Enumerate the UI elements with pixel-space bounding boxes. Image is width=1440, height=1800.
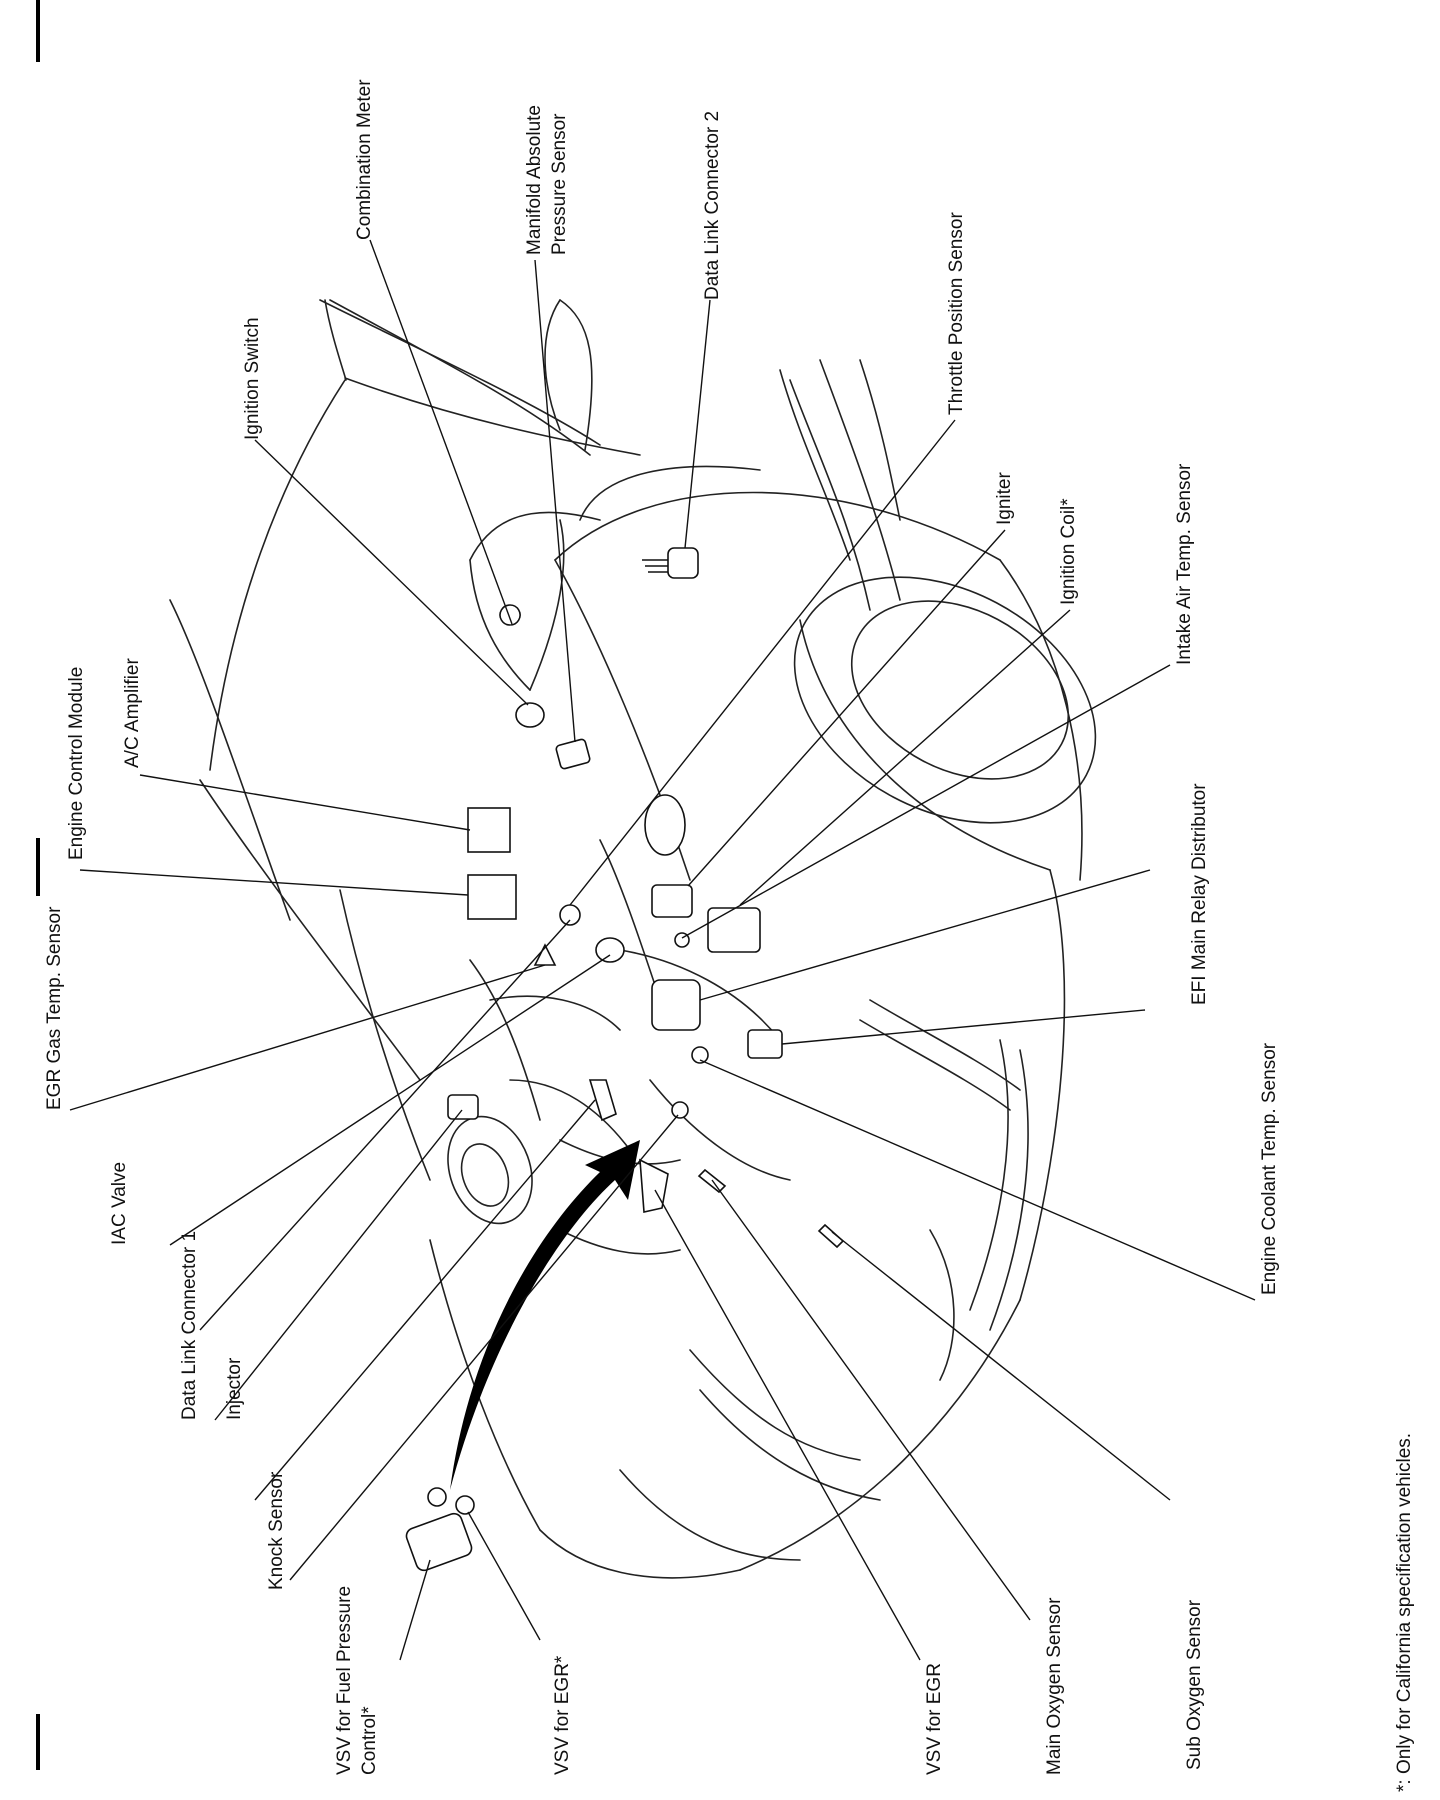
label-vsv-egr: VSV for EGR [924, 1663, 945, 1775]
knock-sensor-part [671, 1101, 689, 1119]
leader-injector [254, 1099, 596, 1501]
label-vsv-egr-star: VSV for EGR* [552, 1655, 573, 1775]
leader-engine-control-module [79, 869, 469, 896]
data-link-connector-2-wires [642, 559, 668, 573]
label-engine-coolant-temp-sensor: Engine Coolant Temp. Sensor [1259, 1042, 1280, 1295]
engine-control-module-part [467, 874, 517, 920]
margin-mark-top [36, 0, 40, 62]
label-egr-gas-temp-sensor: EGR Gas Temp. Sensor [44, 906, 65, 1110]
igniter-part [651, 884, 693, 918]
label-ignition-switch: Ignition Switch [242, 317, 263, 440]
labels: Combination Meter Manifold Absolute Pres… [44, 79, 1415, 1792]
sub-oxygen-sensor-part [817, 1223, 845, 1249]
leader-iac-valve-2 [199, 919, 571, 1331]
combination-meter-part [499, 604, 521, 626]
leader-efi-main-relay [781, 1009, 1146, 1045]
leader-combination-meter [369, 239, 513, 625]
data-link-connector-2-part [667, 547, 699, 579]
throttle-position-sensor-part [559, 904, 581, 926]
leader-map-sensor [534, 259, 576, 743]
leader-egr-gas-temp-sensor [69, 964, 546, 1111]
label-ignition-coil: Ignition Coil* [1058, 498, 1079, 605]
label-knock-sensor: Knock Sensor [266, 1471, 287, 1590]
ignition-coil-part [707, 907, 761, 953]
leader-ignition-switch [254, 439, 529, 706]
leader-knock-sensor [289, 1114, 679, 1581]
vsv-egr-star-part [455, 1495, 475, 1515]
label-engine-control-module: Engine Control Module [66, 667, 87, 860]
efi-main-relay-part [747, 1029, 783, 1059]
leader-distributor [699, 869, 1151, 1001]
leader-lines [69, 239, 1256, 1661]
label-combination-meter: Combination Meter [354, 79, 375, 240]
leader-iac-valve [169, 954, 611, 1246]
leader-ac-amplifier [139, 774, 471, 831]
label-throttle-position-sensor: Throttle Position Sensor [946, 212, 967, 415]
leader-data-link-connector-1 [214, 1109, 463, 1421]
data-link-connector-1-part [447, 1094, 479, 1120]
label-main-oxygen-sensor: Main Oxygen Sensor [1044, 1597, 1065, 1775]
label-iac-valve: IAC Valve [109, 1162, 130, 1245]
leader-main-oxygen-sensor [711, 1179, 1031, 1621]
leader-vsv-fuel-pressure [399, 1559, 431, 1661]
label-data-link-connector-1: Data Link Connector 1 [179, 1231, 200, 1420]
leader-data-link-connector-2 [684, 299, 711, 549]
iac-valve-part [595, 937, 625, 963]
label-injector: Injector [224, 1357, 245, 1420]
engine-coolant-temp-sensor-part [691, 1046, 709, 1064]
label-vsv-fuel-pressure-line1: VSV for Fuel Pressure [334, 1586, 355, 1775]
vsv-fuel-pressure-top [427, 1487, 447, 1507]
leader-vsv-egr-star [467, 1511, 541, 1641]
injector-part [588, 1079, 617, 1122]
label-vsv-fuel-pressure-line2: Control* [359, 1706, 380, 1775]
vsv-egr-part [639, 1158, 669, 1213]
leader-igniter [687, 529, 1006, 887]
margin-mark-middle [36, 838, 40, 896]
distributor-part [651, 979, 701, 1031]
label-data-link-connector-2: Data Link Connector 2 [702, 111, 723, 300]
detail-arrow [450, 1140, 640, 1490]
ac-amplifier-part [467, 807, 511, 853]
label-sub-oxygen-sensor: Sub Oxygen Sensor [1184, 1599, 1205, 1770]
vehicle-outline [169, 299, 1097, 1579]
vsv-fuel-pressure-part [405, 1512, 473, 1572]
label-intake-air-temp-sensor: Intake Air Temp. Sensor [1174, 463, 1195, 665]
margin-mark-bottom [36, 1714, 40, 1770]
throttle-body-part [644, 794, 686, 856]
component-parts [405, 547, 845, 1572]
leader-ignition-coil [739, 609, 1071, 906]
leader-intake-air-temp-sensor [681, 664, 1171, 939]
ignition-switch-part [515, 702, 545, 728]
map-sensor-part [555, 738, 591, 770]
label-manifold-absolute-pressure-sensor-line2: Pressure Sensor [549, 113, 570, 255]
footnote: *: Only for California specification veh… [1394, 1433, 1415, 1792]
leader-throttle-position-sensor [569, 419, 956, 906]
label-igniter: Igniter [994, 472, 1015, 525]
label-efi-main-relay: EFI Main Relay [1189, 875, 1210, 1005]
label-ac-amplifier: A/C Amplifier [122, 658, 143, 768]
label-distributor: Distributor [1189, 783, 1210, 870]
label-manifold-absolute-pressure-sensor-line1: Manifold Absolute [524, 105, 545, 255]
leader-engine-coolant-temp-sensor [699, 1059, 1256, 1301]
leader-sub-oxygen-sensor [831, 1231, 1171, 1501]
leader-vsv-egr [654, 1189, 921, 1661]
